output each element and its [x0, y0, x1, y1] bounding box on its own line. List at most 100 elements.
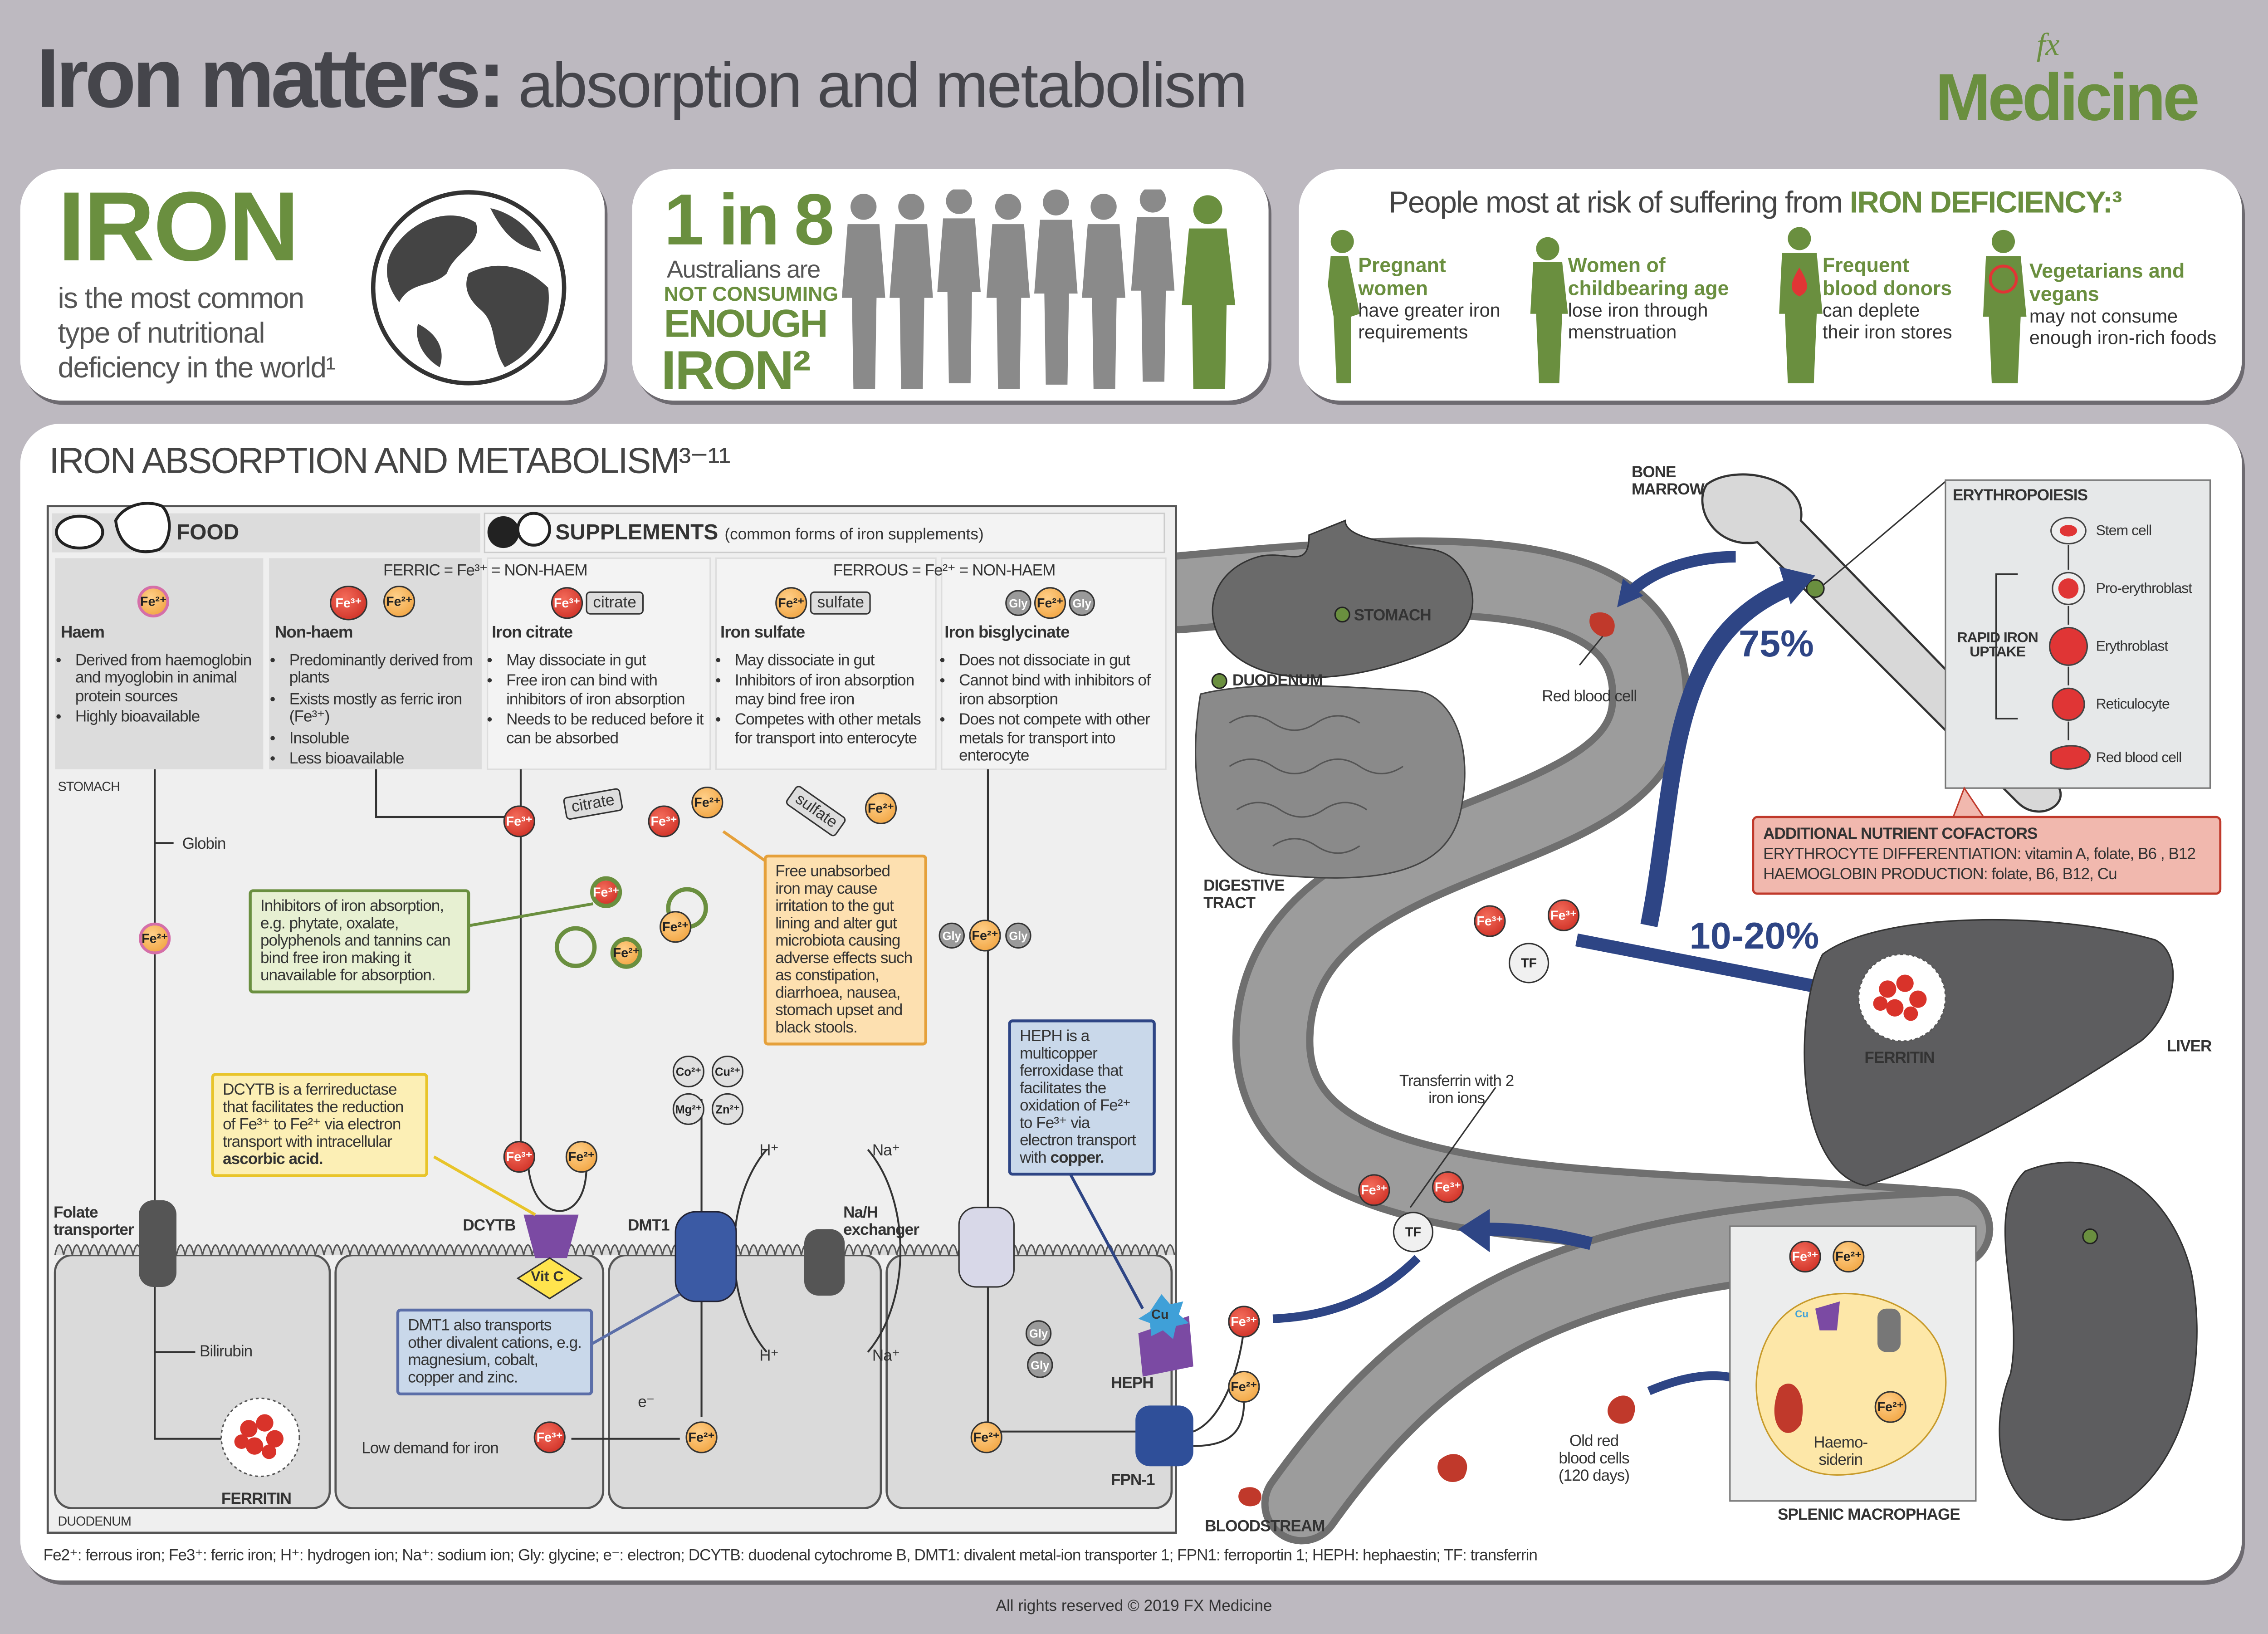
transferrin-protein: TF — [1393, 1212, 1434, 1252]
stomach-label: STOMACH — [1354, 607, 1432, 625]
column-bullet: Does not compete with other metals for t… — [959, 711, 1164, 766]
pills-icon — [487, 516, 519, 548]
risk-group-title: Vegetarians and — [2029, 259, 2185, 282]
callout-bold: copper. — [1050, 1150, 1105, 1167]
fe2-ion: Fe²⁺ — [970, 1421, 1002, 1453]
ferritin-left — [220, 1397, 300, 1477]
transferrin-protein: TF — [1508, 943, 1549, 983]
column-iron-bisglycinate: Iron bisglycinate Does not dissociate in… — [944, 625, 1164, 836]
copper-ion: Cu²⁺ — [711, 1055, 744, 1088]
dcytb-callout: DCYTB is a ferrireductase that facilitat… — [211, 1073, 428, 1177]
enterocyte-cells — [54, 1254, 1173, 1510]
dmt1-callout: DMT1 also transports other divalent cati… — [396, 1308, 593, 1396]
label-text: Folate transporter — [53, 1204, 134, 1239]
fe3-inhibitor-bound: Fe³⁺ — [590, 876, 622, 908]
liver-label: LIVER — [2166, 1038, 2212, 1056]
column-bullet: May dissociate in gut — [506, 651, 709, 670]
column-non-haem: Non-haem Predominantly derived from plan… — [275, 625, 477, 836]
digestive-tract-label: DIGESTIVE TRACT — [1203, 878, 1305, 913]
column-bullet: Derived from haemoglobin and myoglobin i… — [75, 651, 260, 706]
callout-bold: ascorbic acid. — [223, 1151, 323, 1169]
risk-group-desc: may not consume — [2029, 305, 2178, 327]
vitc-label: Vit C — [531, 1269, 564, 1286]
folate-transporter-label: Folate transporter — [54, 1204, 140, 1239]
arrow-75-percent — [1640, 577, 1797, 927]
label-text: RAPID IRON UPTAKE — [1957, 630, 2038, 661]
low-demand-label: Low demand for iron — [362, 1440, 499, 1458]
fe2-ion: Fe²⁺ — [685, 1421, 718, 1453]
stage-erythroblast: Erythroblast — [2096, 639, 2169, 655]
column-iron-citrate: Iron citrate May dissociate in gutFree i… — [492, 625, 709, 836]
stomach-organ — [1212, 519, 1474, 678]
risk-group-desc: menstruation — [1568, 321, 1677, 343]
column-bullet: Less bioavailable — [289, 750, 478, 768]
column-iron-sulfate: Iron sulfate May dissociate in gutInhibi… — [720, 625, 937, 836]
column-bullet: Needs to be reduced before it can be abs… — [506, 711, 709, 748]
arrow-10-20-percent — [1575, 933, 1838, 997]
people-silhouettes-icon — [841, 189, 1236, 389]
liver-ferritin-label: FERRITIN — [1864, 1050, 1935, 1067]
cofactor-value: vitamin A, folate, B6 , B12 — [2021, 846, 2196, 863]
gly-ion: Gly — [1027, 1352, 1053, 1378]
gly-ion: Gly — [1005, 922, 1031, 949]
cofactors-row-1: ERYTHROCYTE DIFFERENTIATION: vitamin A, … — [1763, 845, 2196, 865]
panel-risk-groups: People most at risk of suffering from IR… — [1299, 169, 2242, 401]
iron-heading: IRON — [58, 172, 300, 282]
copper-label: Cu — [1151, 1307, 1169, 1322]
pepper-icon — [114, 502, 171, 553]
column-bullet: Highly bioavailable — [75, 709, 260, 727]
na-h-exchanger-label: Na/H exchanger — [843, 1204, 930, 1239]
copyright: All rights reserved © 2019 FX Medicine — [996, 1598, 1272, 1615]
label-text: BONE MARROW — [1631, 464, 1705, 499]
citrate-tag: citrate — [586, 591, 644, 615]
dcytb-label: DCYTB — [463, 1217, 516, 1235]
risk-group-desc: enough iron-rich foods — [2029, 327, 2217, 349]
cofactor-value: folate, B6, B12, Cu — [1987, 866, 2117, 884]
iron-line-1: is the most common — [58, 283, 305, 315]
risk-group-vegetarians: Vegetarians and vegans may not consume e… — [2029, 259, 2217, 349]
risk-title-bold: IRON DEFICIENCY:³ — [1849, 186, 2122, 220]
erythropoiesis-title: ERYTHROPOIESIS — [1952, 487, 2088, 505]
risk-silhouettes-icon — [1328, 227, 2027, 383]
heph-label: HEPH — [1110, 1375, 1154, 1393]
citrate-fe3: Fe³⁺ — [551, 587, 583, 619]
fe2-ion: Fe²⁺ — [969, 920, 1001, 952]
column-bullet: Free iron can bind with inhibitors of ir… — [506, 672, 709, 709]
duodenum-label: DUODENUM — [1232, 672, 1323, 690]
label-text: Na/H exchanger — [843, 1204, 919, 1239]
gly-ion: Gly — [1025, 1320, 1052, 1346]
spleen-organ — [1999, 1161, 2198, 1521]
label-text: Transferrin with 2 iron ions — [1399, 1073, 1514, 1108]
haem-molecule: Fe²⁺ — [137, 585, 170, 618]
stage-stem-cell: Stem cell — [2096, 523, 2152, 539]
na-h-exchanger — [804, 1229, 845, 1296]
page-title: Iron matters: absorption and metabolism — [36, 32, 1248, 134]
risk-group-title: Women of — [1568, 253, 1666, 276]
callout-text: HEPH is a multicopper ferroxidase that f… — [1020, 1028, 1136, 1167]
percent-75: 75% — [1738, 621, 1814, 665]
stat-big: 1 in 8 — [664, 179, 835, 260]
title-bold: Iron matters: — [36, 32, 506, 126]
iron-line-3: deficiency in the world¹ — [58, 352, 336, 385]
risk-group-desc: their iron stores — [1822, 321, 1952, 343]
callout-text: DCYTB is a ferrireductase that facilitat… — [223, 1081, 404, 1151]
dmt1-label: DMT1 — [627, 1217, 670, 1235]
supplements-note: (common forms of iron supplements) — [724, 526, 984, 544]
stat-line-1: Australians are — [667, 256, 821, 284]
folate-transporter — [139, 1200, 177, 1287]
column-title: Haem — [60, 625, 105, 642]
non-haem-fe2: Fe²⁺ — [383, 585, 415, 618]
non-haem-fe3: Fe³⁺ — [330, 585, 367, 621]
bloodstream-label: BLOODSTREAM — [1205, 1518, 1325, 1536]
column-title: Iron sulfate — [720, 625, 805, 642]
cofactors-title: ADDITIONAL NUTRIENT COFACTORS — [1763, 826, 2038, 843]
stomach-zone-label: STOMACH — [58, 779, 120, 794]
supplements-header: SUPPLEMENTS (common forms of iron supple… — [555, 521, 983, 547]
risk-group-title: blood donors — [1822, 276, 1952, 299]
cofactors-text: ADDITIONAL NUTRIENT COFACTORS ERYTHROCYT… — [1763, 824, 2196, 885]
risk-group-blood-donors: Frequent blood donors can deplete their … — [1823, 253, 1952, 343]
risk-title-plain: People most at risk of suffering from — [1388, 186, 1850, 220]
digestive-tract-organ — [1195, 685, 1466, 879]
risk-group-title: women — [1358, 276, 1428, 299]
label-text: Old red blood cells (120 days) — [1558, 1433, 1630, 1485]
